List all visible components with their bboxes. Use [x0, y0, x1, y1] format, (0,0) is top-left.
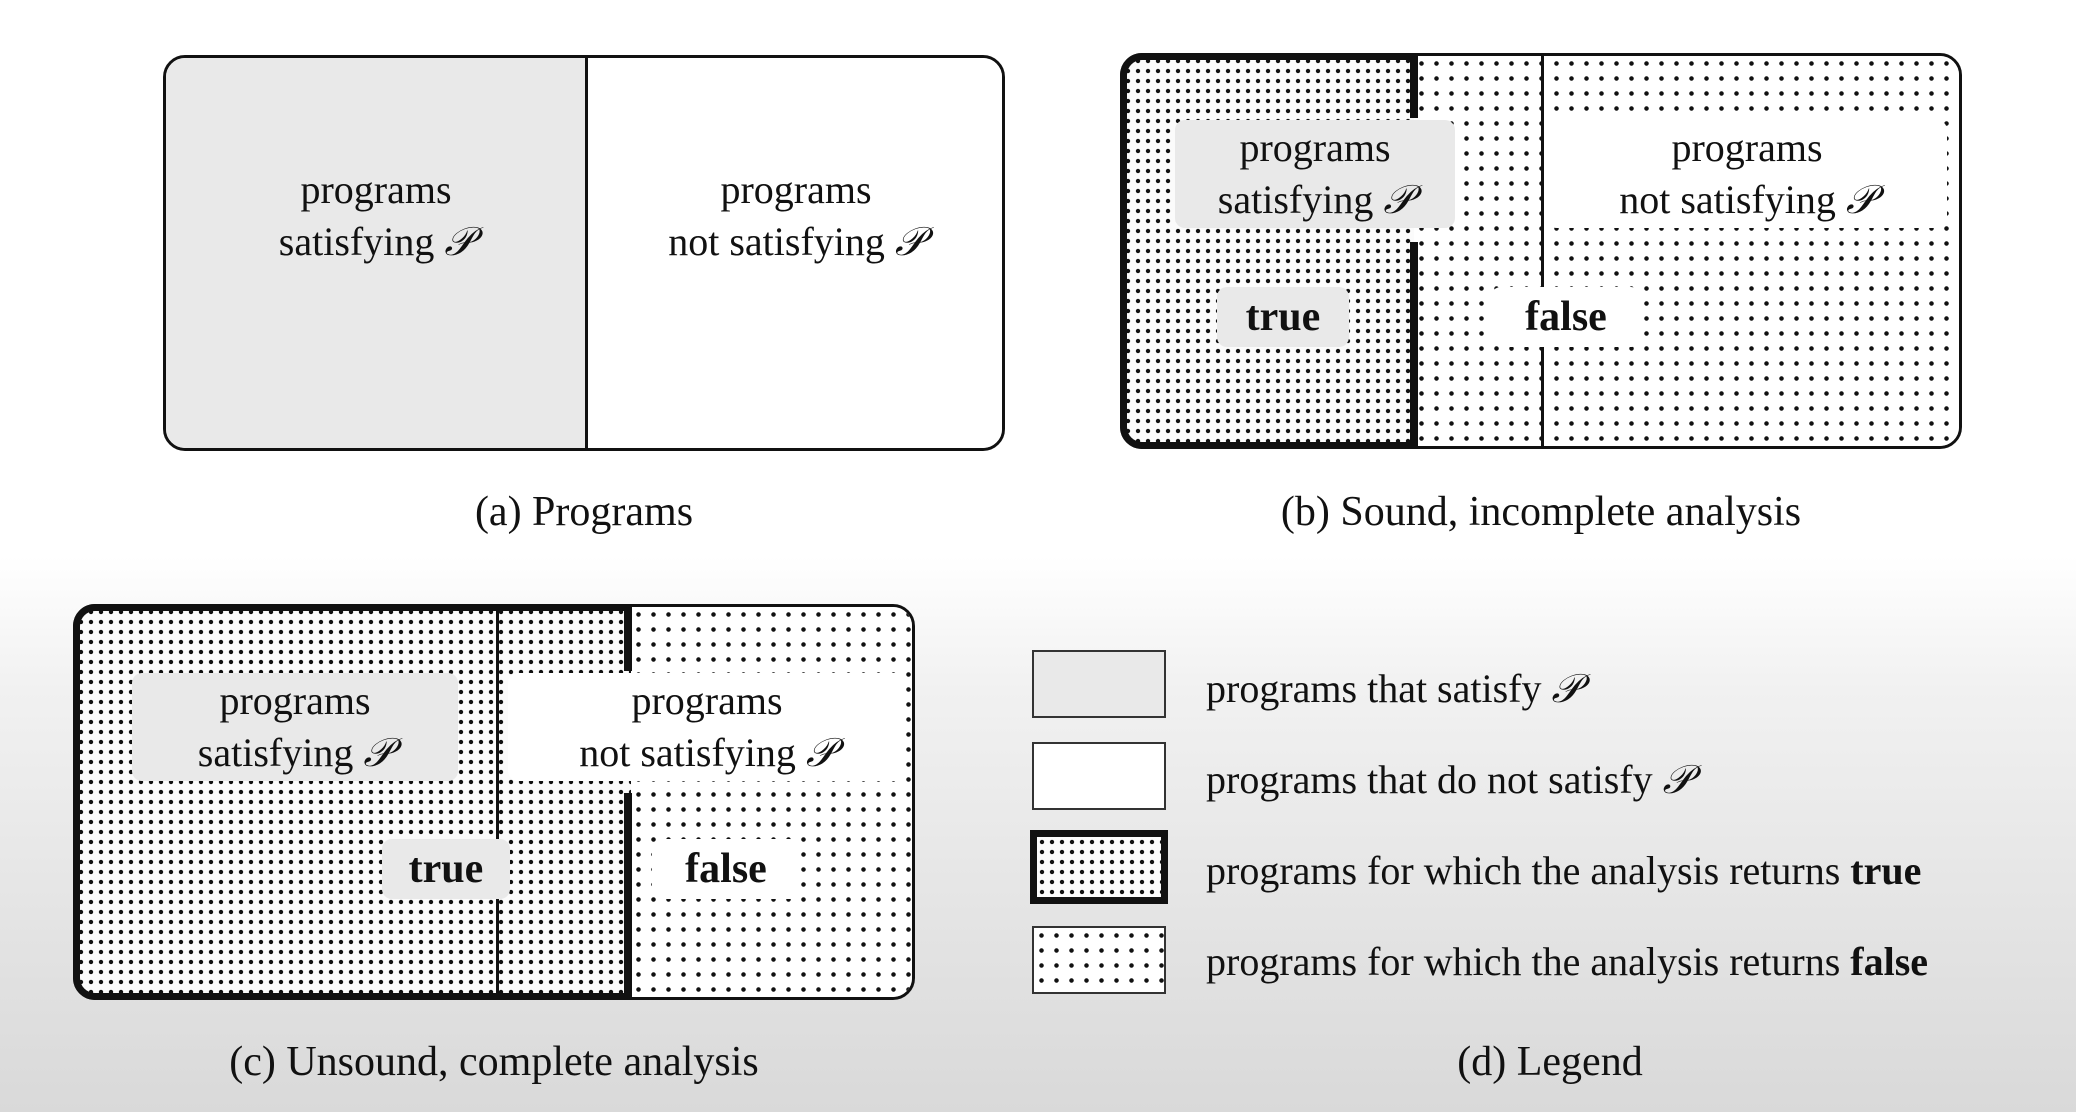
true-boundary-lower	[624, 793, 632, 997]
legend-text-returns-true: programs for which the analysis returns …	[1206, 848, 1922, 893]
panel-a-programs: programs satisfying 𝒫 programs not satis…	[163, 55, 1005, 451]
label-line1: programs	[219, 678, 371, 723]
true-boundary-lower	[1410, 242, 1418, 446]
false-label: false	[1491, 287, 1641, 347]
legend-text-satisfy: programs that satisfy 𝒫	[1206, 666, 1581, 712]
label-line1: programs	[300, 167, 452, 212]
caption-a: (a) Programs	[474, 489, 694, 535]
not-satisfying-region	[585, 58, 1002, 448]
false-region	[1414, 56, 1959, 446]
panel-c-unsound-complete: programs satisfying 𝒫 programs not satis…	[73, 604, 915, 1000]
satisfying-label: programs satisfying 𝒫	[1175, 120, 1455, 228]
not-satisfying-label: programs not satisfying 𝒫	[508, 673, 906, 781]
property-symbol: 𝒫	[1845, 177, 1875, 223]
legend-swatch-returns-true	[1030, 830, 1168, 904]
true-label: true	[1217, 287, 1349, 347]
label-line1: programs	[720, 167, 872, 212]
caption-d: (d) Legend	[1457, 1039, 1643, 1085]
label-line2: not satisfying 𝒫	[668, 219, 924, 265]
property-symbol: 𝒫	[1551, 666, 1581, 712]
true-region	[76, 607, 631, 997]
panel-b-sound-incomplete: programs satisfying 𝒫 programs not satis…	[1120, 53, 1962, 449]
legend-swatch-returns-false	[1032, 926, 1166, 994]
label-line2: not satisfying 𝒫	[579, 730, 835, 776]
legend-bold-true: true	[1850, 848, 1922, 893]
property-divider	[1541, 56, 1544, 446]
true-region-outline	[1120, 53, 1415, 449]
label-line1: programs	[631, 678, 783, 723]
true-region-outline	[73, 604, 632, 1000]
property-symbol: 𝒫	[894, 219, 924, 265]
true-label: true	[382, 839, 510, 899]
property-symbol: 𝒫	[444, 219, 474, 265]
property-symbol: 𝒫	[1662, 757, 1692, 803]
property-symbol: 𝒫	[1383, 177, 1413, 223]
not-satisfying-label: programs not satisfying 𝒫	[596, 162, 996, 270]
legend-text-returns-false: programs for which the analysis returns …	[1206, 939, 1929, 984]
property-symbol: 𝒫	[363, 730, 393, 776]
property-symbol: 𝒫	[805, 730, 835, 776]
property-divider	[496, 607, 499, 997]
satisfying-region	[166, 58, 585, 448]
caption-c: (c) Unsound, complete analysis	[229, 1039, 759, 1085]
label-line1: programs	[1671, 125, 1823, 170]
label-line2: not satisfying 𝒫	[1619, 177, 1875, 223]
label-line2: satisfying 𝒫	[278, 219, 474, 265]
property-divider	[585, 58, 588, 448]
label-line1: programs	[1239, 125, 1391, 170]
satisfying-label: programs satisfying 𝒫	[206, 162, 546, 270]
legend-swatch-satisfy	[1032, 650, 1166, 718]
caption-b: (b) Sound, incomplete analysis	[1280, 489, 1802, 535]
not-satisfying-label: programs not satisfying 𝒫	[1547, 120, 1947, 228]
true-boundary-upper	[624, 607, 632, 671]
label-line2: satisfying 𝒫	[197, 730, 393, 776]
satisfying-label: programs satisfying 𝒫	[132, 673, 458, 781]
false-region	[631, 607, 912, 997]
false-label: false	[652, 839, 800, 899]
label-line2: satisfying 𝒫	[1217, 177, 1413, 223]
legend-bold-false: false	[1850, 939, 1929, 984]
legend-swatch-not-satisfy	[1032, 742, 1166, 810]
legend-text-not-satisfy: programs that do not satisfy 𝒫	[1206, 757, 1692, 803]
true-boundary-upper	[1410, 56, 1418, 118]
